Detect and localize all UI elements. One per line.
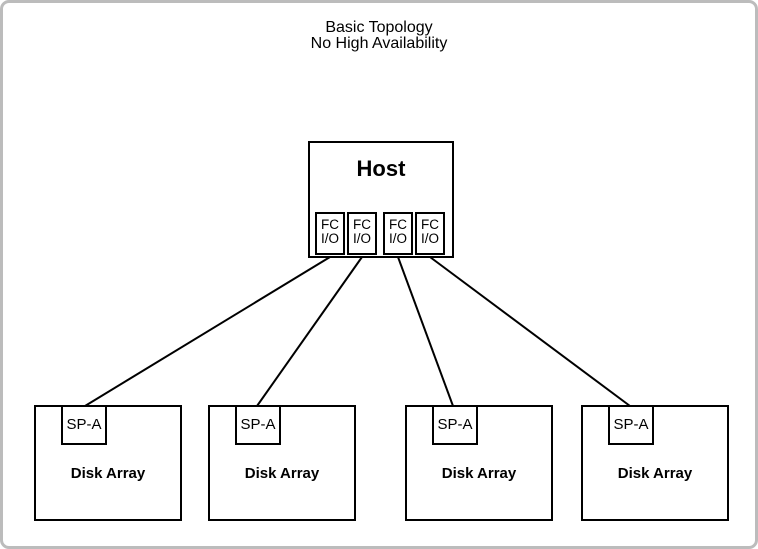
port-label-line1: FC [389,217,407,232]
host-label: Host [356,156,406,181]
port-label-line1: FC [321,217,339,232]
port-label-line2: I/O [388,231,407,246]
diagram-title: Basic Topology No High Availability [0,20,758,52]
port-label-line2: I/O [320,231,339,246]
disk-array-4: SP-A Disk Array [581,405,729,521]
disk-array-label: Disk Array [244,465,320,482]
disk-array-label: Disk Array [441,465,517,482]
port-label-line1: FC [353,217,371,232]
sp-a-box: SP-A [235,407,281,445]
disk-array-label: Disk Array [617,465,693,482]
host-box: Host FC I/O FC I/O FC I/O FC I/O [308,141,454,258]
disk-array-3: SP-A Disk Array [405,405,553,521]
diagram-title-line2: No High Availability [310,35,448,52]
port-label-line1: FC [421,217,439,232]
sp-a-box: SP-A [432,407,478,445]
disk-array-label: Disk Array [70,465,146,482]
port-label-line2: I/O [352,231,371,246]
host-fc-io-port-3: FC I/O [383,212,413,255]
diagram-title-line1: Basic Topology [325,19,433,36]
disk-array-1: SP-A Disk Array [34,405,182,521]
host-fc-io-port-2: FC I/O [347,212,377,255]
host-fc-io-port-4: FC I/O [415,212,445,255]
sp-a-box: SP-A [608,407,654,445]
host-fc-io-port-1: FC I/O [315,212,345,255]
sp-a-box: SP-A [61,407,107,445]
port-label-line2: I/O [420,231,439,246]
disk-array-2: SP-A Disk Array [208,405,356,521]
